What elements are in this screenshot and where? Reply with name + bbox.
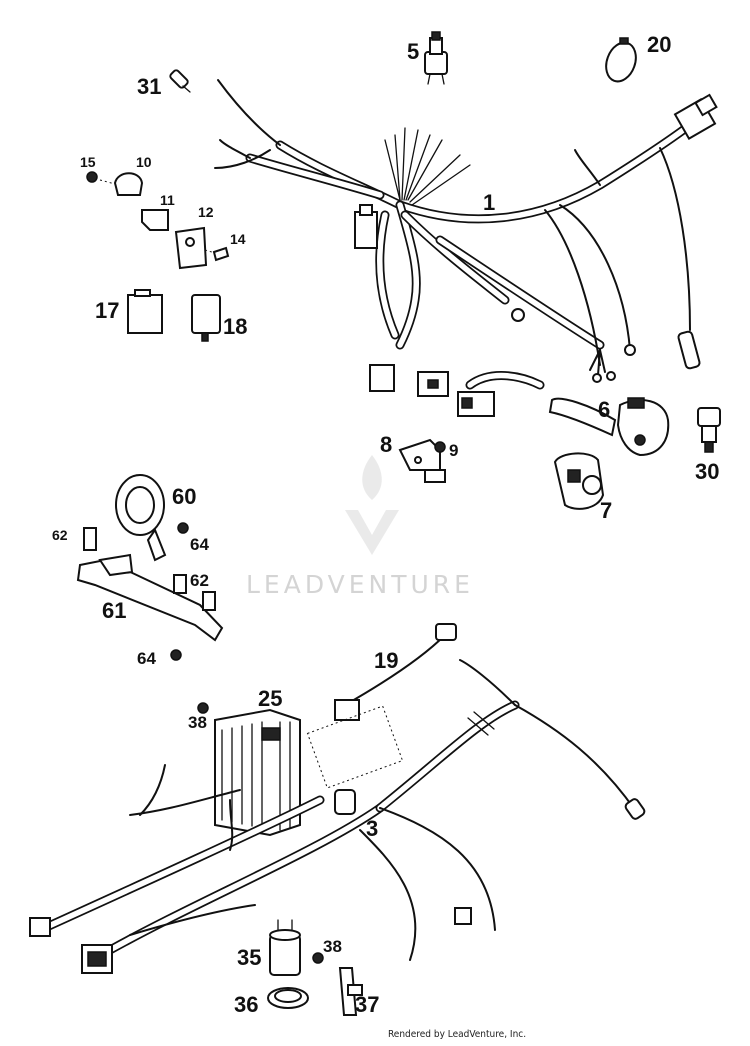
relay-17-part[interactable]	[127, 289, 163, 334]
bulb-part[interactable]	[169, 69, 191, 93]
capacitor-clamp-part[interactable]	[267, 987, 309, 1009]
switch-cover-part[interactable]	[553, 452, 605, 510]
callout-62-right[interactable]: 62	[190, 571, 209, 590]
callout-38-upper[interactable]: 38	[188, 713, 207, 732]
horn-part[interactable]	[115, 474, 167, 562]
callout-62-left[interactable]: 62	[52, 527, 68, 543]
callout-64-lower[interactable]: 64	[137, 649, 156, 668]
toggle-switch-part[interactable]	[424, 31, 448, 85]
lead-19-part[interactable]	[334, 623, 457, 721]
screw-38-lower-part[interactable]	[312, 952, 324, 964]
rear-wiring-harness[interactable]	[29, 659, 646, 974]
callout-19[interactable]: 19	[374, 648, 399, 673]
main-wiring-harness[interactable]	[214, 79, 718, 397]
handlebar-switch-part[interactable]	[548, 397, 670, 457]
callout-37[interactable]: 37	[355, 992, 380, 1017]
cable-tie-part[interactable]	[601, 37, 641, 86]
callout-60[interactable]: 60	[172, 484, 197, 509]
callout-61[interactable]: 61	[102, 598, 127, 623]
callout-64-upper[interactable]: 64	[190, 535, 209, 554]
callout-38-lower[interactable]: 38	[323, 937, 342, 956]
callout-14[interactable]: 14	[230, 231, 246, 247]
relay-18-part[interactable]	[191, 294, 221, 342]
clamp-assembly[interactable]	[86, 171, 230, 270]
callout-18[interactable]: 18	[223, 314, 248, 339]
callout-9[interactable]: 9	[449, 441, 459, 460]
callout-25[interactable]: 25	[258, 686, 283, 711]
callout-10[interactable]: 10	[136, 154, 152, 170]
footer-credit: Rendered by LeadVenture, Inc.	[388, 1029, 527, 1040]
callout-31[interactable]: 31	[137, 74, 162, 99]
callout-3[interactable]: 3	[366, 816, 379, 841]
assembly-outline	[306, 705, 404, 789]
callout-15[interactable]: 15	[80, 154, 96, 170]
watermark-text: LEADVENTURE	[246, 570, 474, 599]
clip-62-right-part[interactable]	[173, 574, 216, 611]
screw-64-lower-part[interactable]	[170, 649, 182, 661]
screw-64-upper-part[interactable]	[177, 522, 189, 534]
callout-8[interactable]: 8	[380, 432, 393, 457]
screw-9-part[interactable]	[434, 441, 446, 453]
leadventure-logo-icon	[345, 455, 399, 555]
callout-12[interactable]: 12	[198, 204, 214, 220]
callout-1[interactable]: 1	[483, 190, 496, 215]
screw-38-upper-part[interactable]	[197, 702, 209, 714]
bracket-8-part[interactable]	[398, 438, 446, 483]
callout-5[interactable]: 5	[407, 39, 420, 64]
callout-20[interactable]: 20	[647, 32, 672, 57]
callout-7[interactable]: 7	[600, 498, 613, 523]
clip-62-left-part[interactable]	[83, 527, 97, 551]
callout-6[interactable]: 6	[598, 397, 611, 422]
pressure-switch-part[interactable]	[697, 407, 721, 453]
horn-bracket-part[interactable]	[76, 553, 224, 642]
capacitor-part[interactable]	[269, 919, 301, 976]
callout-36[interactable]: 36	[234, 992, 259, 1017]
callout-11[interactable]: 11	[160, 192, 175, 208]
callout-30[interactable]: 30	[695, 459, 720, 484]
switch-connector-lead[interactable]	[457, 371, 545, 417]
callout-35[interactable]: 35	[237, 945, 262, 970]
callout-17[interactable]: 17	[95, 298, 120, 323]
capacitor-bracket-part[interactable]	[338, 967, 363, 1016]
regulator-part[interactable]	[214, 708, 301, 837]
